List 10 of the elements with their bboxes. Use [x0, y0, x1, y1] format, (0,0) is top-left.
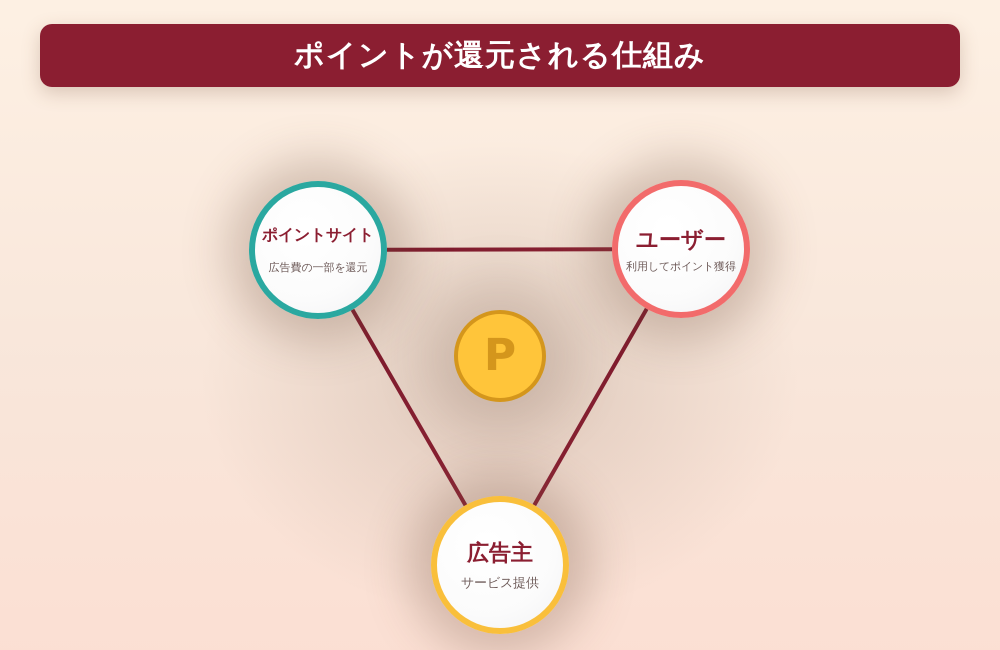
node-caption: 広告費の一部を還元 [268, 260, 368, 275]
node-title: 広告主 [467, 540, 533, 568]
node-title: ポイントサイト [262, 225, 374, 246]
connector-line [387, 247, 612, 252]
node-caption: サービス提供 [461, 575, 539, 592]
node-caption: 利用してポイント獲得 [626, 258, 736, 274]
title-banner: ポイントが還元される仕組み [40, 24, 960, 87]
connector-line [532, 308, 648, 506]
node-title: ユーザー [636, 226, 726, 254]
connector-line [350, 308, 468, 506]
